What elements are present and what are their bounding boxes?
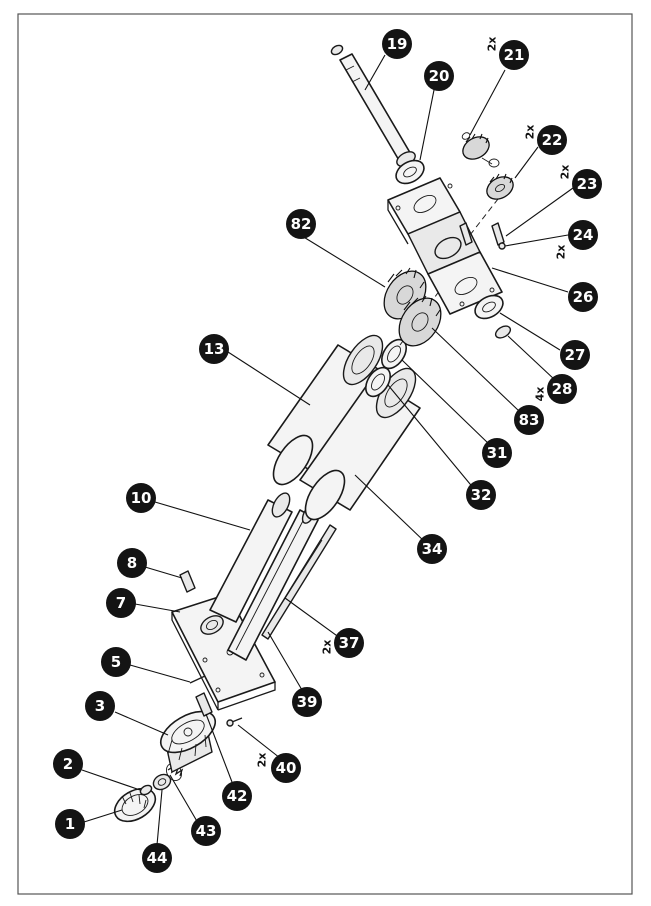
part-21-small-bevel-gear (461, 132, 500, 168)
callout-34: 34 (417, 534, 447, 564)
callout-26: 26 (568, 282, 598, 312)
svg-text:39: 39 (297, 693, 318, 711)
qty-23: 2x (559, 165, 572, 180)
svg-text:40: 40 (276, 759, 297, 777)
qty-40: 2x (256, 753, 269, 768)
part-27-bearing (474, 294, 504, 320)
callout-21: 21 (499, 40, 529, 70)
svg-text:27: 27 (565, 346, 586, 364)
part-1-end-cap (113, 787, 157, 823)
callout-13: 13 (199, 334, 229, 364)
callout-20: 20 (424, 61, 454, 91)
callout-27: 27 (560, 340, 590, 370)
callout-83: 83 (514, 405, 544, 435)
callout-31: 31 (482, 438, 512, 468)
svg-text:26: 26 (573, 288, 594, 306)
callout-24: 24 (568, 220, 598, 250)
leader-lines (81, 54, 574, 846)
svg-text:3: 3 (95, 697, 105, 715)
qty-21: 2x (486, 37, 499, 52)
svg-text:23: 23 (577, 175, 598, 193)
svg-text:5: 5 (111, 653, 121, 671)
svg-text:44: 44 (147, 849, 168, 867)
svg-text:10: 10 (131, 489, 152, 507)
qty-22: 2x (524, 125, 537, 140)
callout-3: 3 (85, 691, 115, 721)
svg-text:22: 22 (542, 131, 563, 149)
qty-24: 2x (555, 245, 568, 260)
page-border (17, 13, 633, 895)
part-34-roller (299, 367, 421, 521)
svg-text:28: 28 (552, 380, 573, 398)
callout-37: 37 (334, 628, 364, 658)
svg-text:32: 32 (471, 486, 492, 504)
part-8-pin (179, 570, 196, 593)
part-22-small-bevel-gear (486, 173, 514, 200)
callout-39: 39 (292, 687, 322, 717)
callout-1: 1 (55, 809, 85, 839)
qty-28: 4x (534, 387, 547, 402)
callout-5: 5 (101, 647, 131, 677)
svg-text:82: 82 (291, 215, 312, 233)
callout-28: 28 (547, 374, 577, 404)
part-40-screws (226, 717, 243, 727)
part-19-shaft (330, 44, 416, 167)
part-13-roller (267, 334, 389, 486)
callout-23: 23 (572, 169, 602, 199)
callout-42: 42 (222, 781, 252, 811)
svg-text:7: 7 (116, 594, 126, 612)
callout-22: 22 (537, 125, 567, 155)
part-3-handwheel (160, 710, 216, 773)
callout-2: 2 (53, 749, 83, 779)
svg-text:31: 31 (487, 444, 508, 462)
callout-43: 43 (191, 816, 221, 846)
svg-text:83: 83 (519, 411, 540, 429)
svg-text:8: 8 (127, 554, 137, 572)
part-37-rods (261, 524, 337, 640)
part-28-ring (494, 325, 512, 339)
part-44-nut (152, 773, 172, 791)
part-5-screw (189, 675, 206, 684)
callout-19: 19 (382, 29, 412, 59)
part-2-washer (139, 784, 153, 796)
svg-text:1: 1 (65, 815, 75, 833)
callout-8: 8 (117, 548, 147, 578)
callout-40: 40 (271, 753, 301, 783)
callout-44: 44 (142, 843, 172, 873)
svg-text:21: 21 (504, 46, 525, 64)
part-42-pin (195, 692, 213, 717)
qty-37: 2x (321, 640, 334, 655)
part-10-tube (209, 492, 293, 623)
part-24-pin (498, 242, 506, 250)
part-83-bevel-gear (398, 295, 442, 347)
svg-text:19: 19 (387, 35, 408, 53)
svg-text:42: 42 (227, 787, 248, 805)
part-20-bearing (395, 159, 425, 185)
callout-10: 10 (126, 483, 156, 513)
part-23-pin (459, 222, 505, 246)
svg-text:24: 24 (573, 226, 594, 244)
svg-text:34: 34 (422, 540, 443, 558)
part-32-coupling (365, 366, 391, 398)
svg-text:20: 20 (429, 67, 450, 85)
svg-text:43: 43 (196, 822, 217, 840)
callout-82: 82 (286, 209, 316, 239)
svg-text:13: 13 (204, 340, 225, 358)
part-7-end-plate (171, 593, 276, 711)
svg-text:2: 2 (63, 755, 73, 773)
callout-32: 32 (466, 480, 496, 510)
callout-7: 7 (106, 588, 136, 618)
svg-text:37: 37 (339, 634, 360, 652)
